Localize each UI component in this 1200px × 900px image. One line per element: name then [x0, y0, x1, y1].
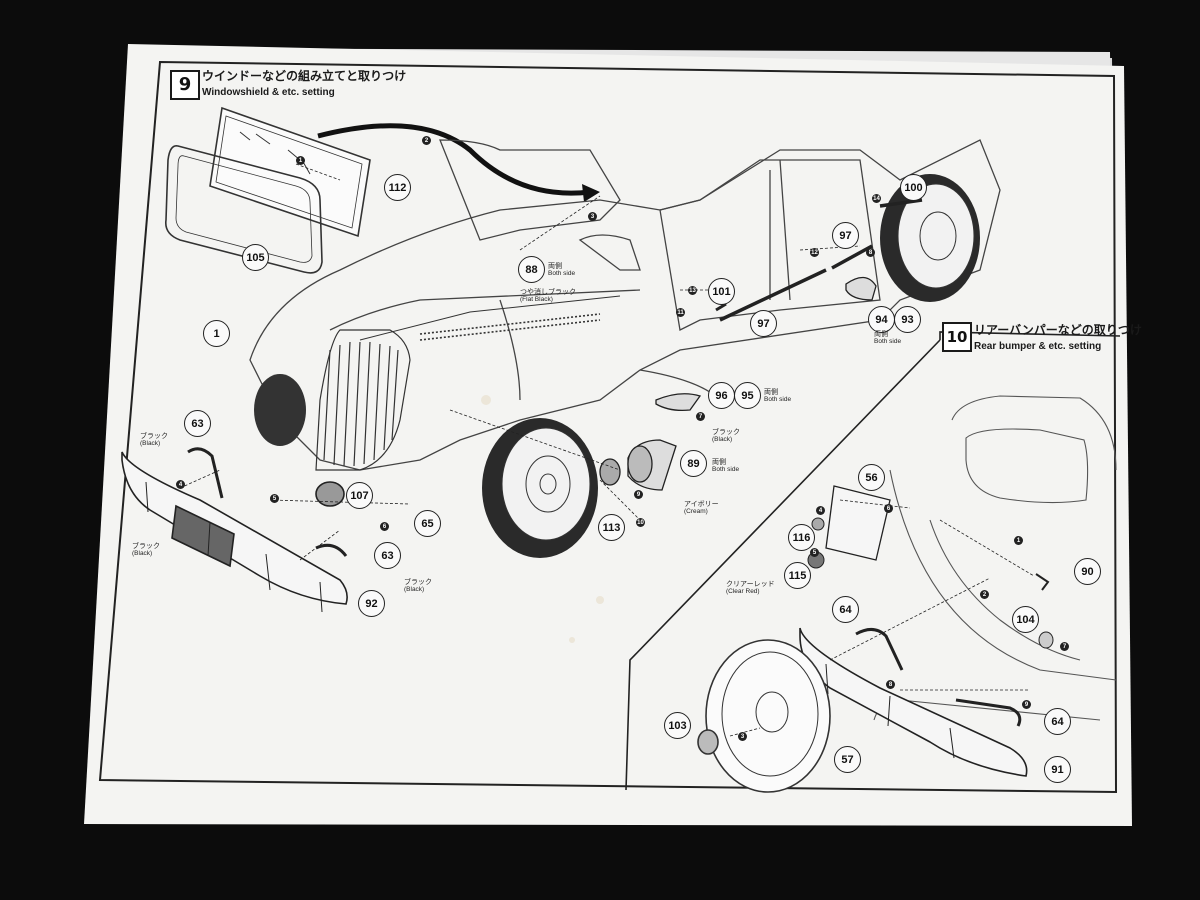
step-9-number: 9	[170, 70, 200, 100]
rear-step-dot-9: 9	[1022, 700, 1031, 709]
step-10-title-en: Rear bumper & etc. setting	[974, 341, 1102, 352]
note-cream: アイボリー(Cream)	[684, 500, 719, 516]
part-57-callout: 57	[834, 746, 861, 773]
note-black-bumper-bottom: ブラック(Black)	[404, 578, 432, 594]
part-91-callout: 91	[1044, 756, 1071, 783]
step-dot-5: 5	[270, 494, 279, 503]
step-dot-11: 11	[676, 308, 685, 317]
headlamp-drawing	[599, 276, 877, 491]
part-97-lower-callout: 97	[750, 310, 777, 337]
part-112-callout: 112	[384, 174, 411, 201]
part-89-callout: 89	[680, 450, 707, 477]
part-65-callout: 65	[414, 510, 441, 537]
step-dot-4: 4	[176, 480, 185, 489]
rear-step-dot-6: 6	[884, 504, 893, 513]
step-9-title-en: Windowshield & etc. setting	[202, 87, 335, 98]
part-105-callout: 105	[242, 244, 269, 271]
part-113-callout: 113	[598, 514, 625, 541]
part-96-callout: 96	[708, 382, 735, 409]
step-dot-13: 13	[688, 286, 697, 295]
step-dot-14: 14	[872, 194, 881, 203]
note-clear-red: クリアーレッド(Clear Red)	[726, 580, 775, 596]
part-64-left-callout: 64	[832, 596, 859, 623]
step-dot-10: 10	[636, 518, 645, 527]
rear-step-dot-3: 3	[738, 732, 747, 741]
front-wheel-drawing	[482, 418, 598, 558]
rear-step-dot-7: 7	[1060, 642, 1069, 651]
step-dot-6: 6	[380, 522, 389, 531]
note-black-headlamp: ブラック(Black)	[712, 428, 740, 444]
step-dot-8: 8	[866, 248, 875, 257]
part-94-callout: 94	[868, 306, 895, 333]
rear-step-dot-5: 5	[810, 548, 819, 557]
rear-wheel-drawing	[880, 174, 980, 302]
rear-step-dot-4: 4	[816, 506, 825, 515]
part-92-callout: 92	[358, 590, 385, 617]
car-body-drawing	[249, 139, 1001, 471]
part-115-callout: 115	[784, 562, 811, 589]
step-9-title-jp: ウインドーなどの組み立てと取りつけ	[202, 69, 407, 83]
rear-step-dot-2: 2	[980, 590, 989, 599]
step-dot-2: 2	[422, 136, 431, 145]
rear-step-dot-8: 8	[886, 680, 895, 689]
step-10-number: 10	[942, 322, 972, 352]
windshield-drawing	[164, 106, 371, 274]
part-95-callout: 95	[734, 382, 761, 409]
part-1-callout: 1	[203, 320, 230, 347]
part-64-right-callout: 64	[1044, 708, 1071, 735]
note-flat-black: つや消しブラック(Flat Black)	[520, 288, 576, 304]
part-104-callout: 104	[1012, 606, 1039, 633]
spare-tire-drawing	[697, 639, 831, 793]
step-dot-9: 9	[634, 490, 643, 499]
step-dot-1: 1	[296, 156, 305, 165]
note-black-plate: ブラック(Black)	[132, 542, 160, 558]
step-dot-12: 12	[810, 248, 819, 257]
step-dot-3: 3	[588, 212, 597, 221]
part-93-callout: 93	[894, 306, 921, 333]
part-97-upper-callout: 97	[832, 222, 859, 249]
part-56-callout: 56	[858, 464, 885, 491]
part-107-callout: 107	[346, 482, 373, 509]
front-bumper-drawing	[121, 447, 348, 613]
part-90-callout: 90	[1074, 558, 1101, 585]
part-101-callout: 101	[708, 278, 735, 305]
part-116-callout: 116	[788, 524, 815, 551]
part-88-callout: 88	[518, 256, 545, 283]
license-plate-drawing	[825, 485, 891, 561]
step-dot-7: 7	[696, 412, 705, 421]
part-103-callout: 103	[664, 712, 691, 739]
part-63-lower-callout: 63	[374, 542, 401, 569]
note-black-bumper-top: ブラック(Black)	[140, 432, 168, 448]
grille-drawing	[315, 295, 621, 471]
rear-step-dot-1: 1	[1014, 536, 1023, 545]
part-63-upper-callout: 63	[184, 410, 211, 437]
part-100-callout: 100	[900, 174, 927, 201]
step-10-title-jp: リアーバンパーなどの取りつけ	[974, 323, 1142, 337]
